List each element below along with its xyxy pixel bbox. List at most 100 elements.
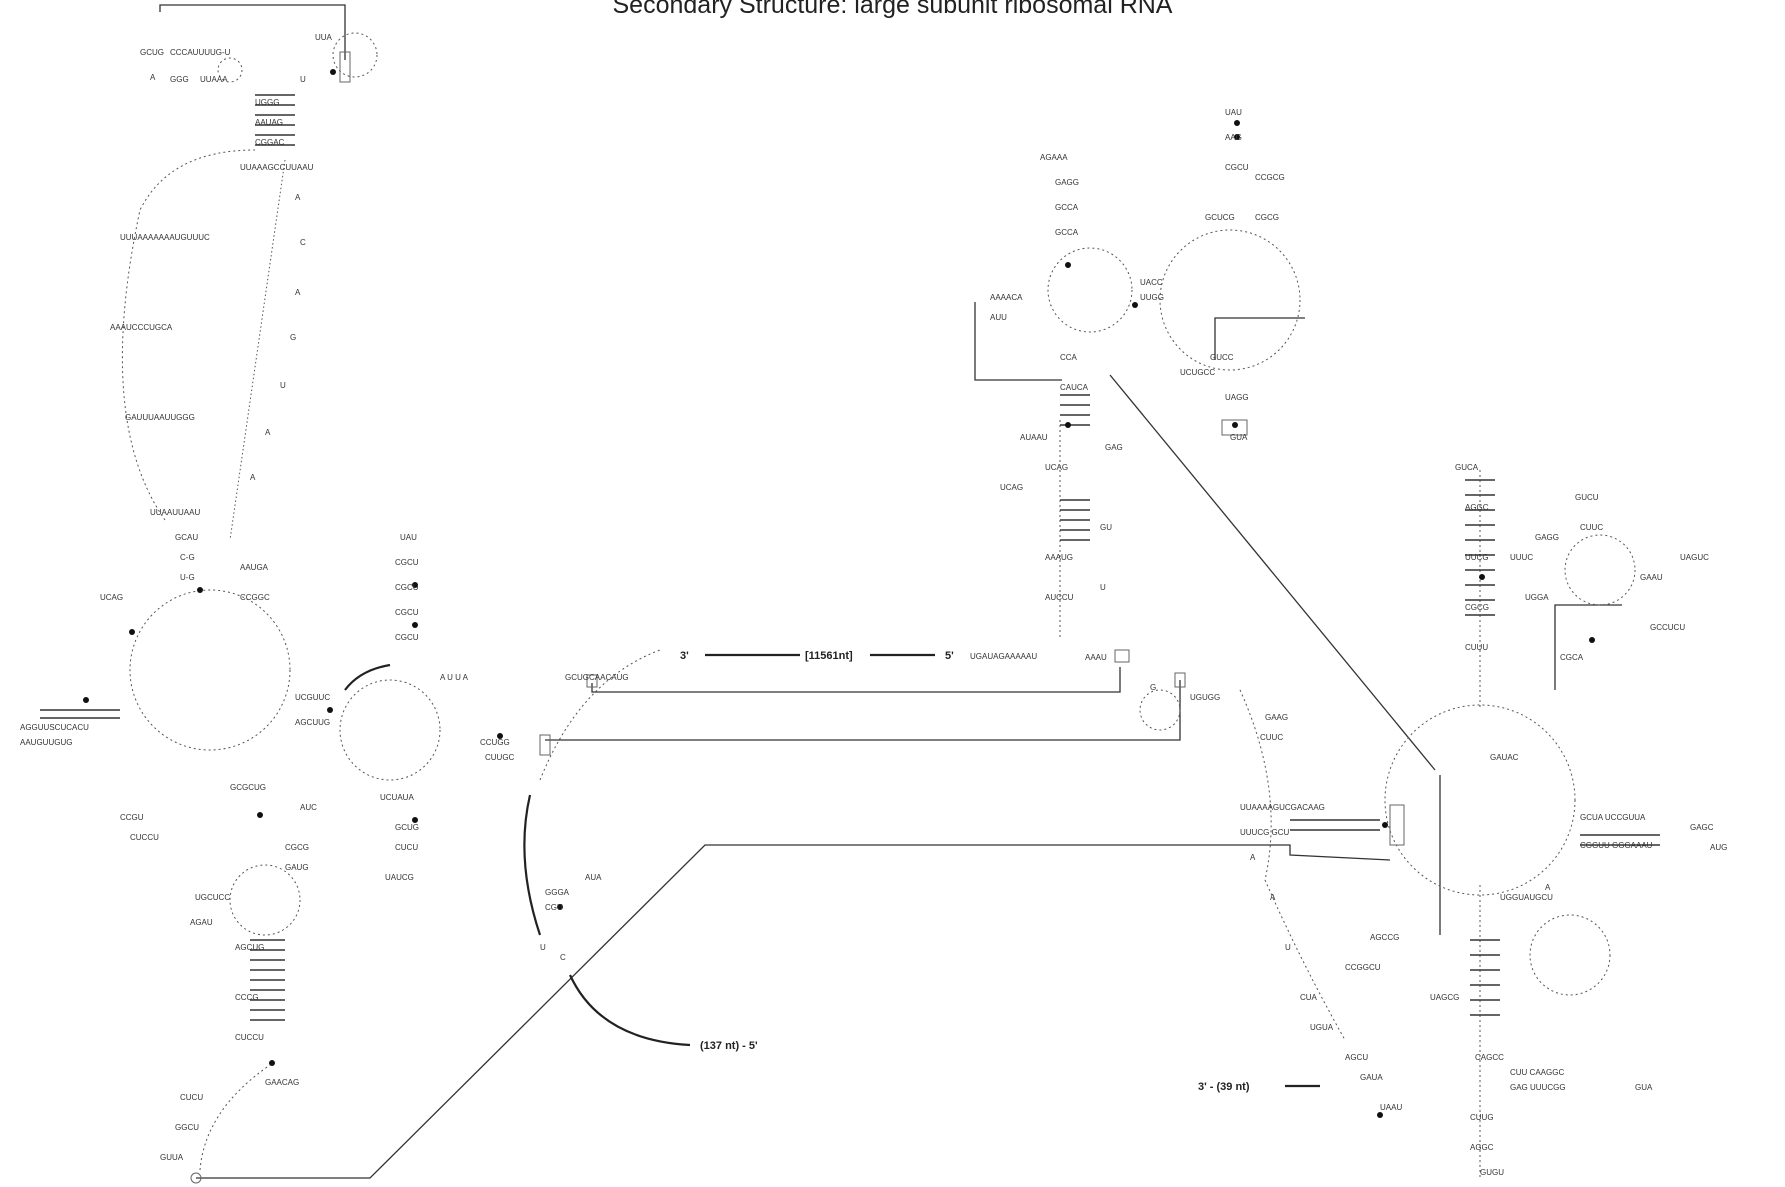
svg-text:UUGG: UUGG xyxy=(1140,293,1164,302)
helix-right-up xyxy=(1465,479,1495,616)
svg-text:CGCU: CGCU xyxy=(395,558,419,567)
svg-text:A: A xyxy=(1545,883,1551,892)
svg-text:GAUA: GAUA xyxy=(1360,1073,1383,1082)
svg-text:AGAU: AGAU xyxy=(190,918,213,927)
box-center-1 xyxy=(1114,649,1130,663)
svg-text:AGCCG: AGCCG xyxy=(1370,933,1399,942)
svg-text:GUCC: GUCC xyxy=(1210,353,1234,362)
pair-dots xyxy=(83,69,1595,1118)
svg-text:GAUG: GAUG xyxy=(285,863,309,872)
svg-text:UCAG: UCAG xyxy=(1045,463,1068,472)
svg-text:AAAUG: AAAUG xyxy=(1045,553,1073,562)
label-137nt: (137 nt) - 5' xyxy=(700,1040,758,1052)
svg-text:AAAACA: AAAACA xyxy=(990,293,1023,302)
svg-text:CCGU: CCGU xyxy=(120,813,144,822)
loop-left-lower xyxy=(229,864,301,936)
svg-text:GAAU: GAAU xyxy=(1640,573,1663,582)
strand-center-right xyxy=(1239,689,1346,1041)
vertical-sequence: A C A G U A A xyxy=(250,193,306,482)
box-center-2 xyxy=(1174,672,1186,688)
svg-text:GUCA: GUCA xyxy=(1455,463,1479,472)
svg-text:CAGCC: CAGCC xyxy=(1475,1053,1504,1062)
svg-text:CCGCG: CCGCG xyxy=(1255,173,1285,182)
svg-text:CGCU: CGCU xyxy=(395,633,419,642)
svg-text:UAGUC: UAGUC xyxy=(1680,553,1709,562)
svg-text:GAGG: GAGG xyxy=(1535,533,1559,542)
svg-text:A: A xyxy=(1270,893,1276,902)
svg-text:GAG: GAG xyxy=(1105,443,1123,452)
svg-text:CUUU: CUUU xyxy=(1465,643,1488,652)
label-39nt: 3' - (39 nt) xyxy=(1198,1081,1250,1093)
svg-text:C: C xyxy=(560,953,566,962)
svg-text:AGAAA: AGAAA xyxy=(1040,153,1068,162)
svg-text:A: A xyxy=(150,73,156,82)
svg-text:CUCCU: CUCCU xyxy=(235,1033,264,1042)
svg-text:GCCA: GCCA xyxy=(1055,228,1079,237)
svg-text:UCUGCC: UCUGCC xyxy=(1180,368,1215,377)
svg-text:GAGC: GAGC xyxy=(1690,823,1714,832)
connector-center-lower xyxy=(545,680,1181,741)
svg-text:AGGC: AGGC xyxy=(1465,503,1489,512)
svg-text:CUUC: CUUC xyxy=(1260,733,1283,742)
svg-text:GCCA: GCCA xyxy=(1055,203,1079,212)
helix-center xyxy=(1060,394,1090,541)
svg-text:AAG: AAG xyxy=(1225,133,1242,142)
svg-text:CCCG: CCCG xyxy=(235,993,259,1002)
svg-text:AAUGUUGUG: AAUGUUGUG xyxy=(20,738,72,747)
structure-loops xyxy=(121,32,1636,1180)
svg-text:GUA: GUA xyxy=(1635,1083,1653,1092)
svg-text:UCAG: UCAG xyxy=(1000,483,1023,492)
label-5prime-top: 5' xyxy=(945,650,954,662)
svg-text:AUCCU: AUCCU xyxy=(1045,593,1074,602)
svg-text:AUA: AUA xyxy=(585,873,602,882)
svg-text:AUG: AUG xyxy=(1710,843,1727,852)
svg-text:UGUA: UGUA xyxy=(1310,1023,1334,1032)
svg-text:G: G xyxy=(1150,683,1156,692)
svg-text:GUUA: GUUA xyxy=(160,1153,184,1162)
svg-text:CGGAC: CGGAC xyxy=(255,138,285,147)
loop-right-hairpin-top xyxy=(1564,534,1636,606)
svg-text:GCUG: GCUG xyxy=(140,48,164,57)
loop-top-hairpin xyxy=(217,57,243,83)
svg-text:CGCG: CGCG xyxy=(1255,213,1279,222)
helix-left-lower xyxy=(250,939,285,1021)
helix-junction xyxy=(1290,819,1380,831)
svg-text:AAUGA: AAUGA xyxy=(240,563,269,572)
strand-center-left xyxy=(539,649,661,781)
svg-text:CGCU: CGCU xyxy=(395,608,419,617)
svg-text:UGGA: UGGA xyxy=(1525,593,1549,602)
svg-text:GCGCUG: GCGCUG xyxy=(230,783,266,792)
loop-left-central xyxy=(339,679,441,781)
svg-text:CCGGCU: CCGGCU xyxy=(1345,963,1381,972)
strand-bottom-left xyxy=(199,1064,271,1171)
svg-text:CUCCU: CUCCU xyxy=(130,833,159,842)
svg-text:UCAG: UCAG xyxy=(100,593,123,602)
box-bottom-circle xyxy=(190,1172,202,1184)
svg-text:UUAAAAGUCGACAAG: UUAAAAGUCGACAAG xyxy=(1240,803,1325,812)
box-left-2 xyxy=(539,734,551,756)
base-pair-helices xyxy=(40,94,1660,1021)
svg-text:CCUGG: CCUGG xyxy=(480,738,510,747)
helix-right-down xyxy=(1470,939,1500,1016)
svg-text:CCCAUUUUG-U: CCCAUUUUG-U xyxy=(170,48,231,57)
box-top xyxy=(339,51,351,83)
svg-text:UCUAUA: UCUAUA xyxy=(380,793,414,802)
svg-text:AUAAU: AUAAU xyxy=(1020,433,1048,442)
vertical-nt-1: A xyxy=(295,193,301,202)
svg-text:GAAG: GAAG xyxy=(1265,713,1288,722)
svg-text:A: A xyxy=(1250,853,1256,862)
svg-text:CUCU: CUCU xyxy=(180,1093,203,1102)
svg-text:AUU: AUU xyxy=(990,313,1007,322)
svg-text:U: U xyxy=(540,943,546,952)
svg-text:UGGG: UGGG xyxy=(255,98,279,107)
svg-text:AAAU: AAAU xyxy=(1085,653,1107,662)
svg-text:CGCU: CGCU xyxy=(1225,163,1249,172)
svg-text:AGCUG: AGCUG xyxy=(235,943,264,952)
svg-text:AGGUUSCUCACU: AGGUUSCUCACU xyxy=(20,723,89,732)
svg-text:C-G: C-G xyxy=(180,553,195,562)
svg-text:GGGA: GGGA xyxy=(545,888,570,897)
arc-center-left xyxy=(523,794,542,936)
svg-text:AGCU: AGCU xyxy=(1345,1053,1368,1062)
svg-text:UGCUCC: UGCUCC xyxy=(195,893,230,902)
